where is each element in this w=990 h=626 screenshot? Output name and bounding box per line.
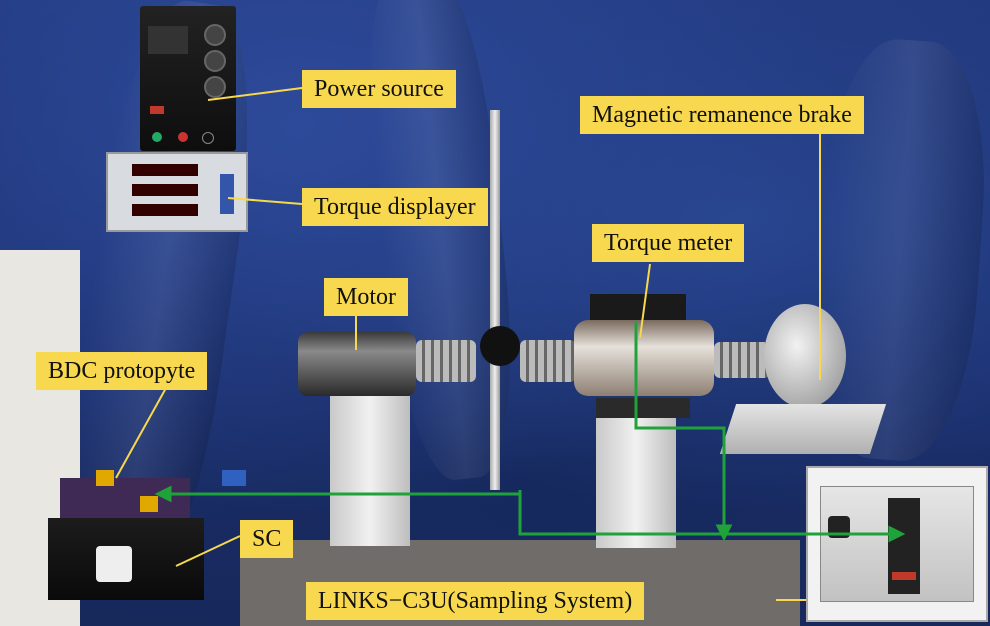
sc-terminal [96, 546, 132, 582]
leader-bdc [115, 387, 167, 479]
leader-power-source [207, 87, 303, 101]
support-rod [490, 110, 500, 490]
label-power-source: Power source [302, 70, 456, 108]
bdc-component [140, 496, 158, 512]
connector [222, 470, 246, 486]
label-motor: Motor [324, 278, 408, 316]
label-torque-meter: Torque meter [592, 224, 745, 262]
signal-wire-main [518, 490, 890, 536]
leader-torque-displayer [227, 197, 303, 205]
coupling [416, 340, 476, 382]
coupling [714, 342, 770, 378]
motor-stand [330, 396, 410, 546]
label-sc: SC [240, 520, 294, 558]
torque-meter-base [596, 398, 690, 418]
magnetic-brake-device [764, 304, 846, 408]
label-bdc-prototype: BDC protopyte [36, 352, 208, 390]
label-magnetic-brake: Magnetic remanence brake [580, 96, 864, 134]
power-source-device [140, 6, 236, 151]
clamp [480, 326, 520, 366]
leader-sc [175, 535, 241, 567]
coupling [520, 340, 576, 382]
leader-torque-meter [639, 263, 651, 339]
sampling-system-inset [806, 466, 988, 622]
arrow-head [888, 525, 906, 543]
label-torque-displayer: Torque displayer [302, 188, 488, 226]
arrow-head [154, 485, 172, 503]
bdc-component [96, 470, 114, 486]
torque-meter-device [574, 320, 714, 396]
label-sampling-system: LINKS−C3U(Sampling System) [306, 582, 645, 620]
torque-displayer-device [106, 152, 248, 232]
torque-meter-stand [596, 418, 676, 548]
arrow-head [715, 524, 733, 542]
signal-wire-torque [634, 322, 726, 534]
